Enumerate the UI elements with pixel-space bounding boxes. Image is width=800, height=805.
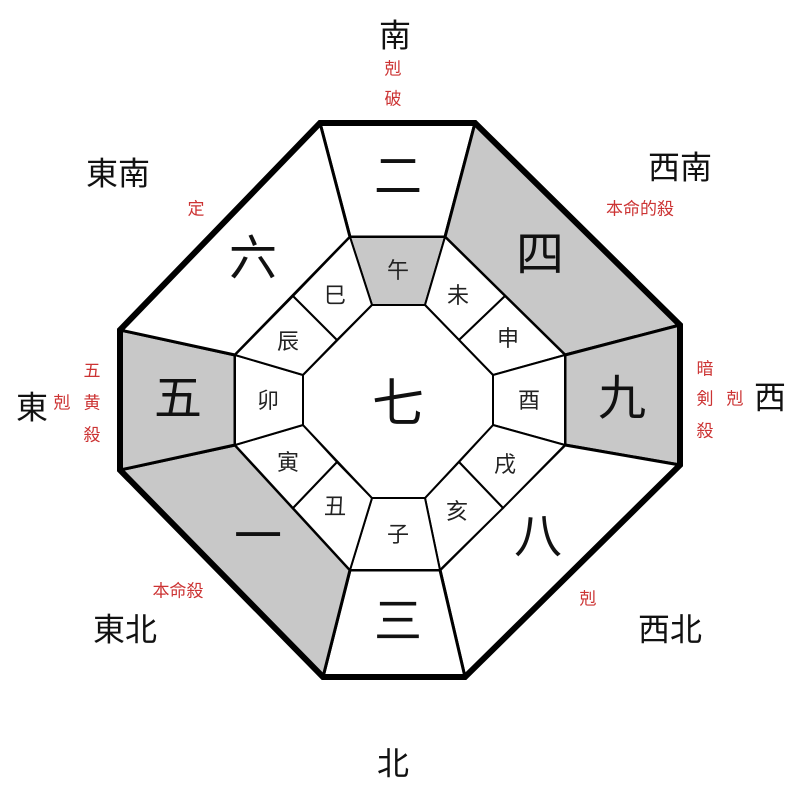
palace-number-east: 五 (154, 371, 202, 427)
direction-south: 南 (379, 17, 411, 55)
note-east-b: 剋 (54, 394, 71, 414)
note-northeast: 本命殺 (153, 582, 204, 602)
note-east-a-3: 殺 (84, 426, 101, 446)
outer-frame (117, 120, 683, 680)
palace-number-south: 二 (374, 149, 422, 205)
note-southeast: 定 (188, 200, 205, 220)
palace-number-north: 三 (374, 594, 422, 650)
palace-number-west: 九 (598, 371, 646, 427)
branch-label-wei: 未 (447, 284, 469, 309)
direction-north: 北 (377, 745, 409, 783)
direction-northeast: 東北 (93, 611, 157, 649)
branch-label-yin: 寅 (277, 451, 299, 476)
branch-label-mao: 卯 (257, 389, 279, 414)
note-northwest: 剋 (580, 590, 597, 610)
branch-label-you: 酉 (518, 389, 540, 414)
branch-label-xu: 戌 (494, 453, 516, 478)
direction-southeast: 東南 (86, 155, 150, 193)
branch-label-chen: 辰 (277, 330, 299, 355)
note-west-a-1: 暗 (697, 360, 714, 380)
branch-label-wu: 午 (387, 259, 409, 284)
direction-northwest: 西北 (638, 611, 702, 649)
branch-label-zi: 子 (387, 523, 409, 548)
direction-east: 東 (16, 389, 48, 427)
center-octagon (302, 304, 494, 499)
center-number: 七 (372, 375, 424, 435)
direction-southwest: 西南 (648, 149, 712, 187)
note-west-a-2: 剣 (697, 390, 714, 410)
note-west-b: 剋 (727, 390, 744, 410)
palace-number-southwest: 四 (516, 227, 564, 283)
direction-west: 西 (754, 379, 786, 417)
branch-label-hai: 亥 (446, 500, 468, 525)
note-southwest: 本命的殺 (606, 200, 674, 220)
palace-number-northwest: 八 (514, 509, 562, 565)
branch-label-si: 巳 (324, 284, 346, 309)
palace-number-northeast: 一 (234, 509, 282, 565)
note-east-a-1: 五 (84, 362, 101, 382)
note-west-a-3: 殺 (697, 422, 714, 442)
palace-number-southeast: 六 (229, 231, 277, 287)
note-south-1: 剋 (385, 60, 402, 80)
note-south-2: 破 (385, 90, 402, 110)
branch-label-shen: 申 (497, 327, 519, 352)
branch-label-chou: 丑 (324, 495, 346, 520)
note-east-a-2: 黄 (84, 394, 101, 414)
